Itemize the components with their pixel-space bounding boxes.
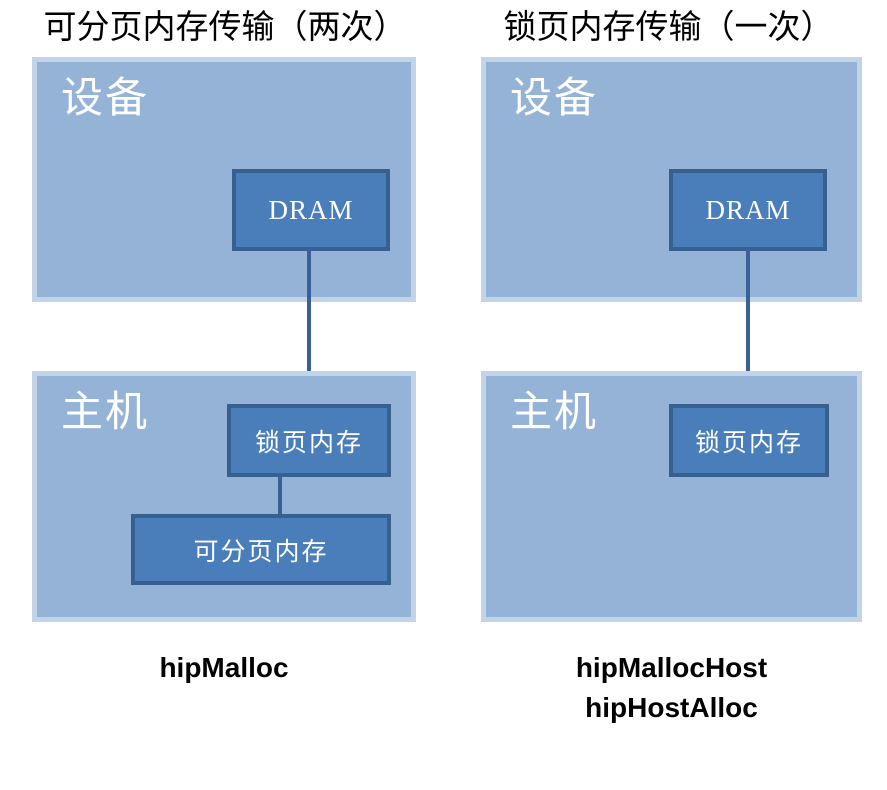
host-panel-label-right: 主机 [510,390,599,436]
column-title-pageable: 可分页内存传输（两次） [43,10,407,46]
dram-box-left: DRAM [232,169,390,251]
api-label-right: hipMallocHost hipHostAlloc [481,648,862,728]
pinned-memory-box-left: 锁页内存 [227,404,391,477]
pageable-memory-box-left: 可分页内存 [131,514,391,585]
connector-pinned-to-pageable-left [278,475,282,516]
connector-dram-to-pinned-left [307,249,311,406]
api-call-hiphostalloc: hipHostAlloc [585,692,758,723]
pinned-memory-box-right: 锁页内存 [669,404,829,477]
api-call-hipmallochost: hipMallocHost [575,652,768,683]
host-panel-label-left: 主机 [61,390,150,436]
api-call-hipmalloc: hipMalloc [159,652,289,683]
device-panel-label-left: 设备 [61,76,150,122]
connector-dram-to-pinned-right [746,249,750,406]
api-label-left: hipMalloc [32,648,416,688]
dram-box-right: DRAM [669,169,827,251]
device-panel-label-right: 设备 [510,76,599,122]
column-title-pinned: 锁页内存传输（一次） [503,10,834,46]
